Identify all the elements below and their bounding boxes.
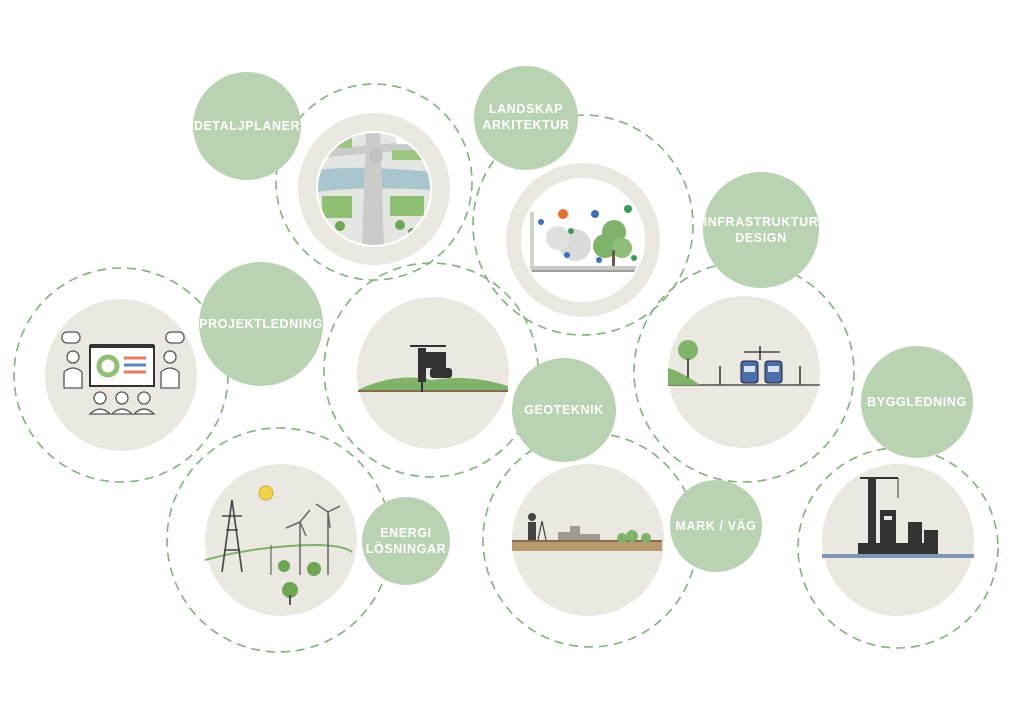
svg-text:DESIGN: DESIGN [735, 231, 787, 245]
excavator-icon [358, 345, 508, 392]
label-detaljplaner: DETALJPLANER [193, 72, 301, 180]
construction-crane-icon [822, 477, 974, 558]
svg-text:GEOTEKNIK: GEOTEKNIK [524, 403, 604, 417]
label-geoteknik: GEOTEKNIK [512, 358, 616, 462]
presentation-meeting-icon [61, 331, 185, 415]
svg-text:PROJEKTLEDNING: PROJEKTLEDNING [199, 317, 323, 331]
city-plan-map-icon [316, 131, 432, 247]
svg-text:ENERGI: ENERGI [380, 526, 432, 540]
svg-text:INFRASTRUKTUR: INFRASTRUKTUR [704, 215, 819, 229]
wind-power-icon [204, 485, 353, 605]
svg-text:BYGGLEDNING: BYGGLEDNING [867, 395, 967, 409]
surveyor-road-icon [512, 513, 662, 551]
bg-byggledning [822, 464, 974, 616]
svg-text:DETALJPLANER: DETALJPLANER [194, 119, 300, 133]
bg-energi [205, 464, 357, 616]
landscape-section-icon [521, 178, 645, 302]
label-byggledning: BYGGLEDNING [861, 346, 973, 458]
label-projektledning: PROJEKTLEDNING [199, 262, 323, 386]
svg-text:LANDSKAP: LANDSKAP [489, 102, 563, 116]
label-mark-vag: MARK / VÄG [670, 480, 762, 572]
svg-text:MARK / VÄG: MARK / VÄG [676, 518, 757, 533]
label-energi-losningar: ENERGI LÖSNINGAR [362, 497, 450, 585]
ring-landskap [472, 114, 694, 336]
svg-text:ARKITEKTUR: ARKITEKTUR [482, 118, 569, 132]
svg-text:LÖSNINGAR: LÖSNINGAR [366, 541, 446, 556]
railway-electric-icon [668, 340, 820, 386]
label-infrastruktur-design: INFRASTRUKTUR DESIGN [703, 172, 819, 288]
label-landskap-arkitektur: LANDSKAP ARKITEKTUR [474, 66, 578, 170]
